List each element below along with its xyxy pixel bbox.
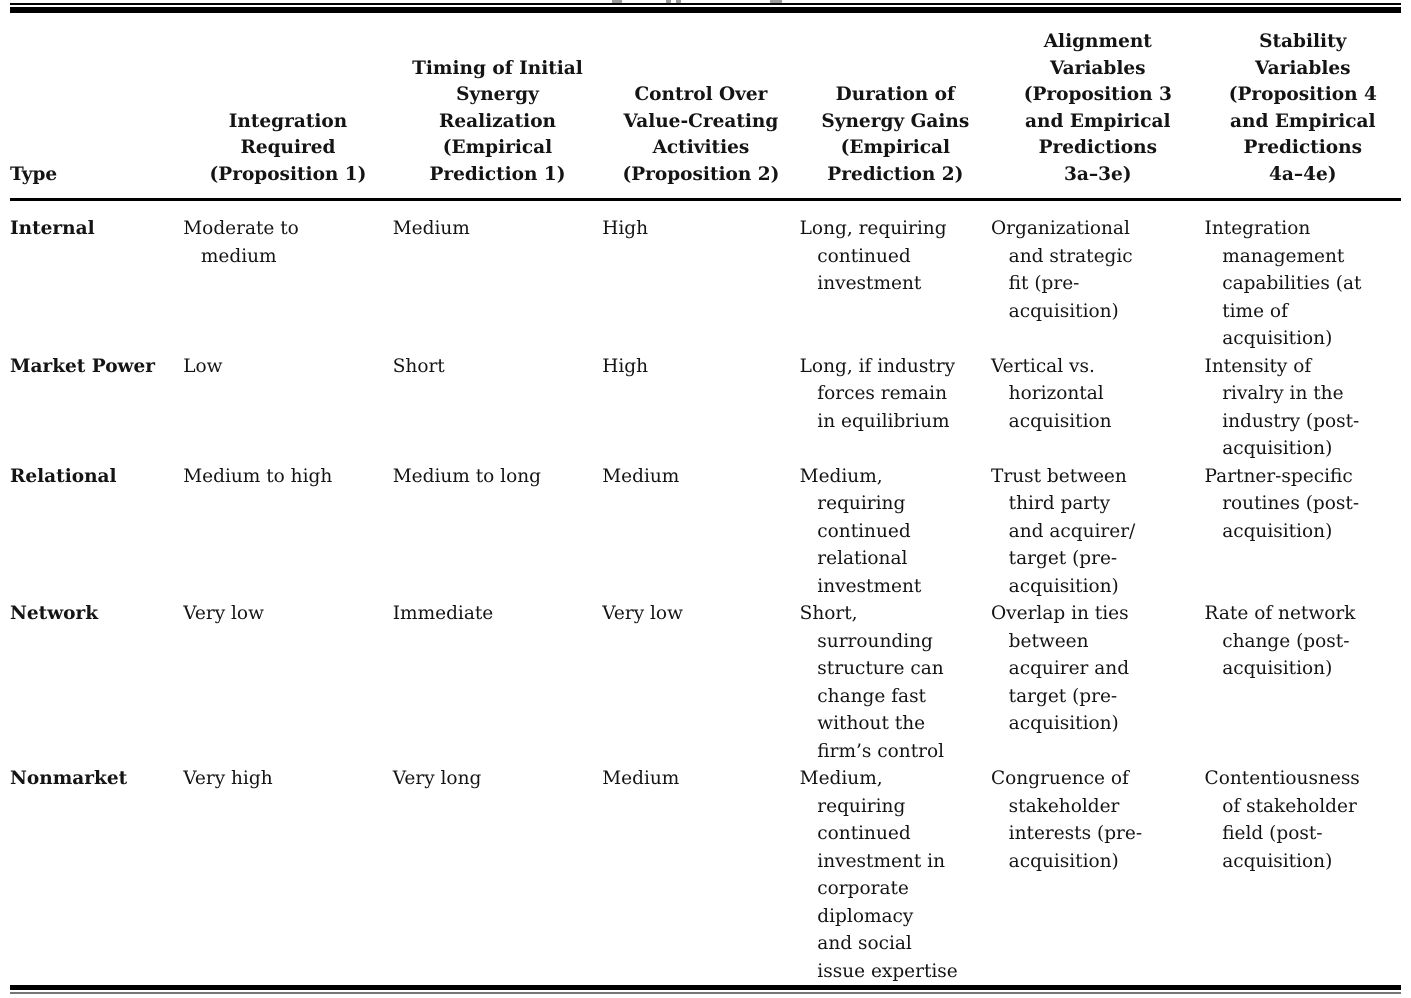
cropped-caption-remnant bbox=[612, 0, 622, 3]
cropped-caption-remnant bbox=[666, 0, 671, 3]
table-top-rule-thick bbox=[10, 7, 1401, 13]
row-label-market-power: Market Power bbox=[10, 355, 155, 377]
table-row-market-power: Market Power Low Short High Long, if ind… bbox=[10, 353, 1401, 463]
table-cell: Immediate bbox=[392, 603, 494, 624]
table-cell: Trust between third party and acquirer/ … bbox=[991, 465, 1136, 597]
table-cell: Short bbox=[392, 355, 445, 377]
table-row-nonmarket: Nonmarket Very high Very long Medium Med… bbox=[10, 765, 1401, 985]
table-cell: Congruence of stakeholder interests (pre… bbox=[991, 768, 1143, 872]
table-cell: Low bbox=[183, 355, 223, 377]
table-top-rule-thin bbox=[10, 3, 1401, 5]
table-cell: Long, requiring continued investment bbox=[799, 218, 947, 294]
table-cell: Medium, requiring continued investment i… bbox=[799, 768, 958, 982]
table-cell: Integration management capabilities (at … bbox=[1204, 218, 1362, 349]
column-header-alignment-variables: Alignment Variables (Proposition 3 and E… bbox=[991, 13, 1205, 201]
column-header-timing-of-initial-synergy: Timing of Initial Synergy Realization (E… bbox=[392, 13, 603, 201]
table-cell: Moderate to medium bbox=[183, 218, 299, 267]
row-label-network: Network bbox=[10, 603, 99, 624]
table-cell: Short, surrounding structure can change … bbox=[799, 603, 945, 762]
table-cell: Medium bbox=[602, 465, 680, 487]
row-label-relational: Relational bbox=[10, 465, 117, 487]
table-cell: High bbox=[602, 218, 649, 239]
column-header-duration-of-synergy-gains: Duration of Synergy Gains (Empirical Pre… bbox=[799, 13, 992, 201]
table-row-network: Network Very low Immediate Very low Shor… bbox=[10, 600, 1401, 765]
table-cell: Very long bbox=[392, 768, 482, 789]
table-cell: Vertical vs. horizontal acquisition bbox=[991, 355, 1112, 432]
table-body: Internal Moderate to medium Medium High … bbox=[10, 200, 1401, 986]
table-row-internal: Internal Moderate to medium Medium High … bbox=[10, 200, 1401, 353]
cropped-caption-remnant bbox=[676, 0, 681, 3]
row-label-nonmarket: Nonmarket bbox=[10, 768, 128, 789]
synergy-typology-table: Type Integration Required (Proposition 1… bbox=[10, 13, 1401, 985]
table-header: Type Integration Required (Proposition 1… bbox=[10, 13, 1401, 201]
column-header-type: Type bbox=[10, 13, 184, 201]
table-bottom-rule-thin bbox=[10, 992, 1401, 994]
row-label-internal: Internal bbox=[10, 218, 95, 239]
table-cell: Intensity of rivalry in the industry (po… bbox=[1204, 355, 1360, 460]
table-cell: Medium bbox=[602, 768, 680, 789]
header-row: Type Integration Required (Proposition 1… bbox=[10, 13, 1401, 201]
table-cell: Medium to high bbox=[183, 465, 333, 487]
table-cell: Rate of network change (post- acquisitio… bbox=[1204, 603, 1356, 679]
table-cell: Long, if industry forces remain in equil… bbox=[799, 355, 956, 432]
column-header-control-over-activities: Control Over Value-Creating Activities (… bbox=[602, 13, 800, 201]
table-cell: Overlap in ties between acquirer and tar… bbox=[991, 603, 1130, 734]
table-cell: High bbox=[602, 355, 649, 377]
table-cell: Contentiousness of stakeholder field (po… bbox=[1204, 768, 1360, 872]
table-cell: Very low bbox=[602, 603, 683, 624]
table-cell: Organizational and strategic fit (pre- a… bbox=[991, 218, 1133, 322]
table-cell: Medium to long bbox=[392, 465, 541, 487]
table-cell: Partner-specific routines (post- acquisi… bbox=[1204, 465, 1360, 542]
table-cell: Medium bbox=[392, 218, 470, 239]
column-header-stability-variables: Stability Variables (Proposition 4 and E… bbox=[1204, 13, 1401, 201]
table-bottom-rule-thick bbox=[10, 985, 1401, 990]
table-cell: Medium, requiring continued relational i… bbox=[799, 465, 922, 597]
table-cell: Very high bbox=[183, 768, 273, 789]
column-header-integration-required: Integration Required (Proposition 1) bbox=[183, 13, 393, 201]
cropped-caption-remnant bbox=[770, 0, 782, 3]
table-cell: Very low bbox=[183, 603, 264, 624]
table-row-relational: Relational Medium to high Medium to long… bbox=[10, 463, 1401, 601]
